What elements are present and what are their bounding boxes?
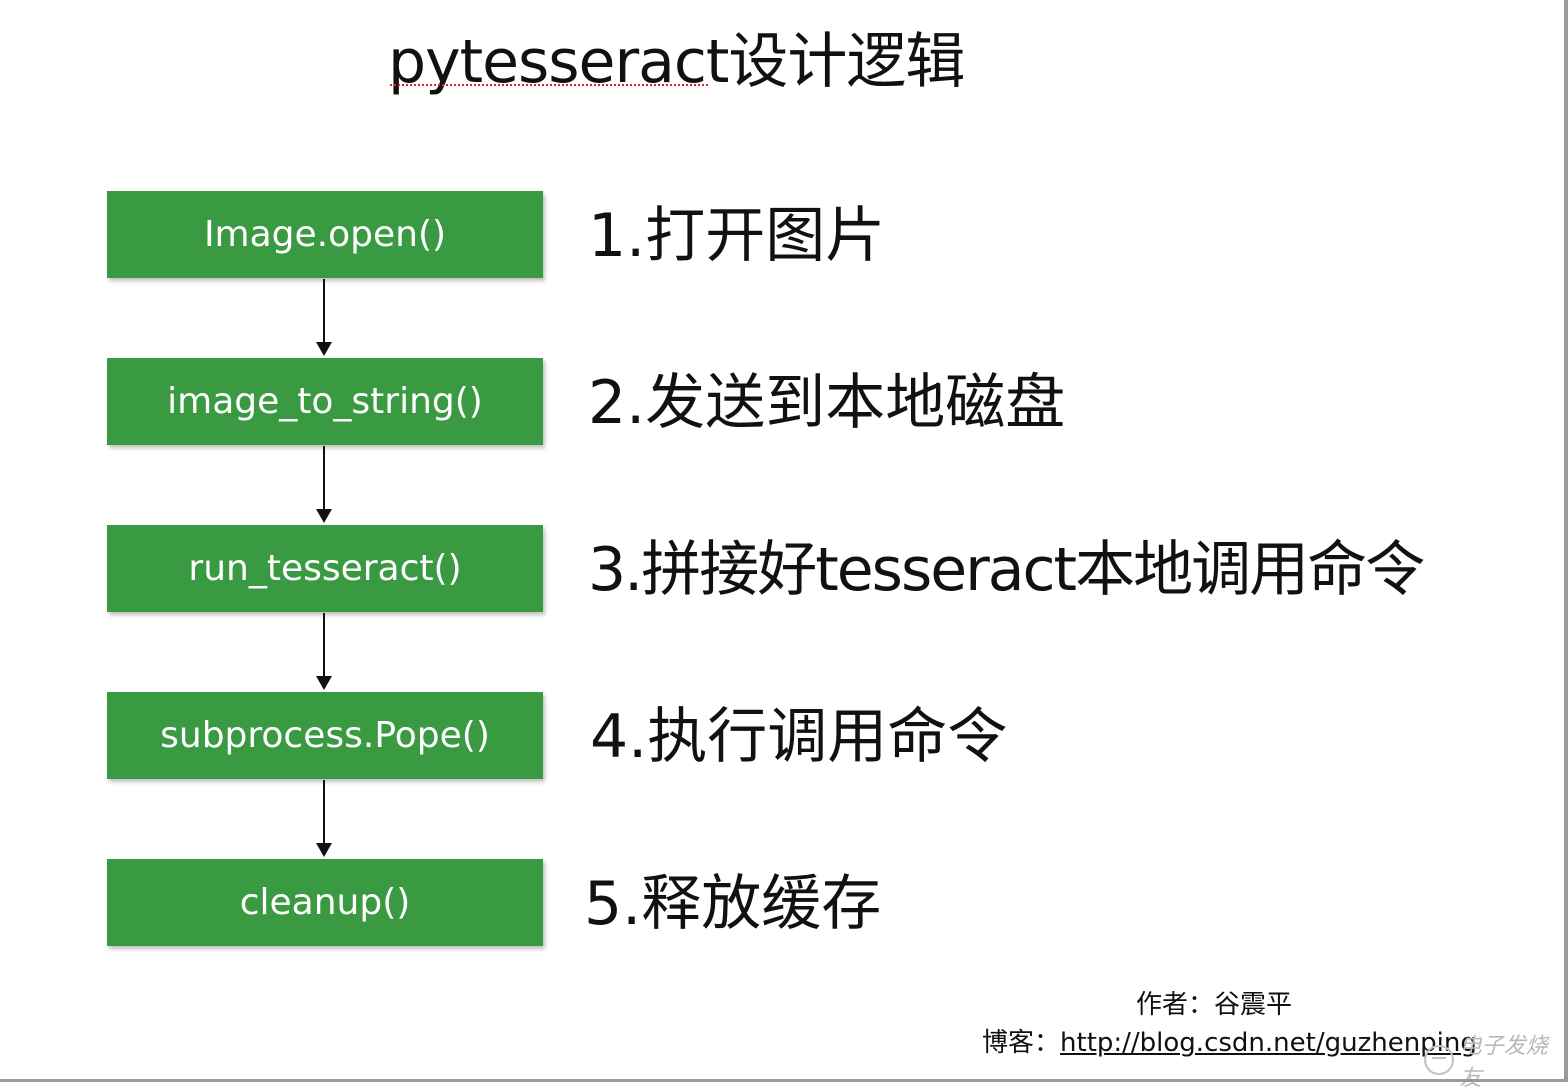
- watermark: 电子发烧友: [1424, 1028, 1568, 1092]
- author-name: 谷震平: [1214, 990, 1293, 1020]
- arrow-down-icon: [316, 509, 332, 523]
- step-label-4: 4.执行调用命令: [590, 702, 1008, 772]
- flow-box-run-tesseract: run_tesseract(): [107, 525, 543, 612]
- blog-credit: 博客：http://blog.csdn.net/guzhenping: [982, 1022, 1477, 1059]
- arrow-down-icon: [316, 843, 332, 857]
- flow-box-image-to-string: image_to_string(): [107, 358, 543, 445]
- step-label-3: 3.拼接好tesseract本地调用命令: [588, 535, 1425, 605]
- frame-edge-bottom: [0, 1079, 1568, 1082]
- flow-box-image-open: Image.open(): [107, 191, 543, 278]
- arrow-down-icon: [316, 342, 332, 356]
- elecfans-logo-icon: [1424, 1045, 1454, 1075]
- step-label-1: 1.打开图片: [588, 201, 886, 271]
- connector-line: [323, 780, 325, 844]
- frame-edge-right: [1564, 0, 1568, 1082]
- step-label-5: 5.释放缓存: [584, 869, 882, 939]
- connector-line: [323, 613, 325, 677]
- flow-box-subprocess-pope: subprocess.Pope(): [107, 692, 543, 779]
- step-label-2: 2.发送到本地磁盘: [588, 368, 1066, 438]
- author-label: 作者：: [1136, 990, 1215, 1020]
- connector-line: [323, 446, 325, 510]
- blog-link[interactable]: http://blog.csdn.net/guzhenping: [1060, 1028, 1477, 1058]
- connector-line: [323, 279, 325, 343]
- page-title: pytesseract设计逻辑: [388, 27, 965, 97]
- watermark-text: 电子发烧友: [1459, 1034, 1548, 1091]
- arrow-down-icon: [316, 676, 332, 690]
- blog-label: 博客：: [982, 1028, 1061, 1058]
- spellcheck-underline: [390, 84, 708, 86]
- flow-box-cleanup: cleanup(): [107, 859, 543, 946]
- author-credit: 作者：谷震平: [1136, 984, 1292, 1021]
